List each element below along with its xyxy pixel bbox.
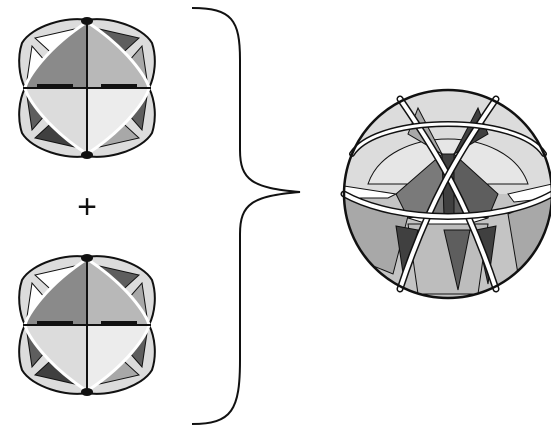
petal-module-top <box>19 17 155 159</box>
curly-brace <box>192 8 300 424</box>
assembled-sphere <box>344 90 551 304</box>
petal-module-bottom <box>19 254 155 396</box>
plus-sign: + <box>77 188 97 226</box>
